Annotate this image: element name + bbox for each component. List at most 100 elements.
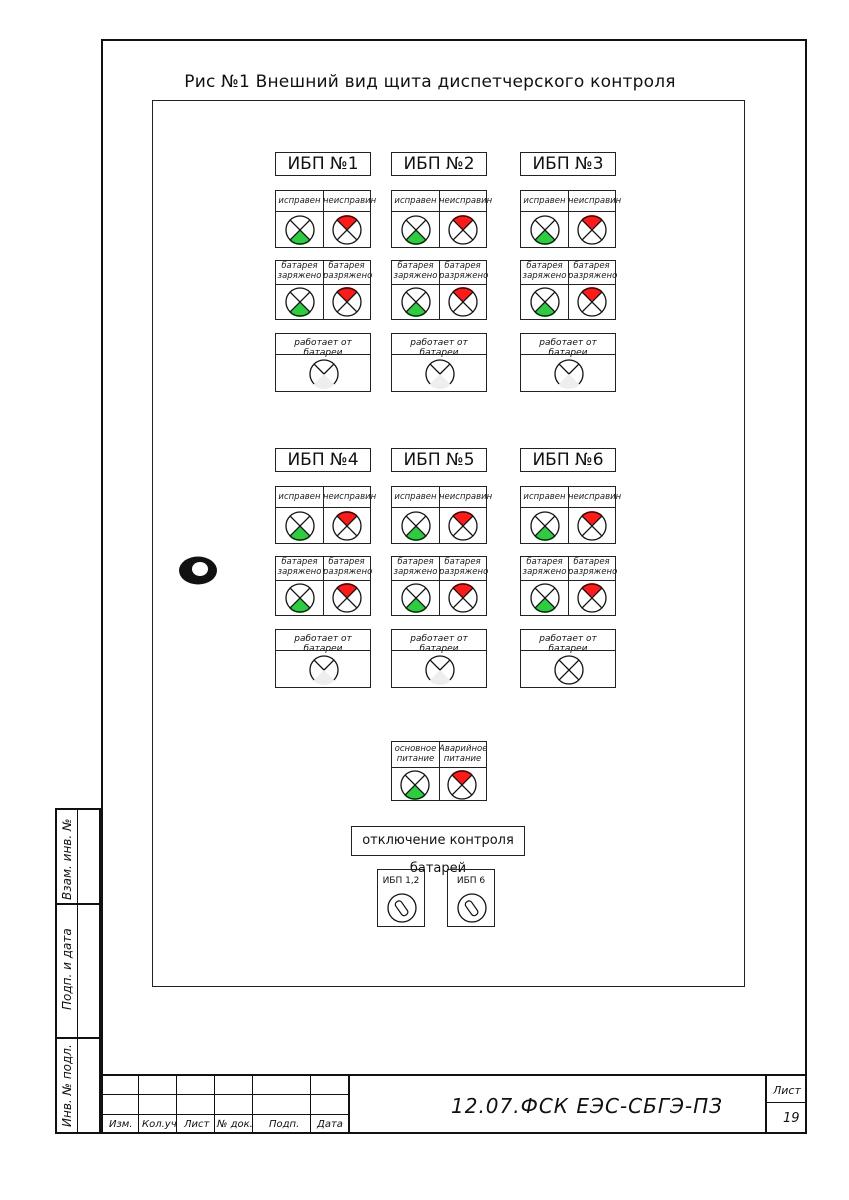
- on-battery-label: работает от батареи: [539, 338, 597, 358]
- header-quantity: Кол.уч: [142, 1119, 177, 1130]
- charged-lamp-icon: [401, 287, 431, 317]
- fault-label: неисправин: [439, 196, 493, 206]
- ok-cell: исправен: [521, 487, 569, 543]
- disable-battery-control-label: отключение контроля батарей: [351, 826, 525, 876]
- rotary-switch-icon[interactable]: [455, 892, 489, 924]
- discharged-cell: батарея разряжено: [323, 557, 373, 615]
- fault-lamp-icon: [332, 215, 362, 245]
- discharged-label: батарея разряжено: [568, 557, 618, 577]
- ok-label: исправен: [394, 492, 437, 502]
- on-battery-label: работает от батареи: [410, 338, 468, 358]
- ok-cell: исправен: [392, 487, 440, 543]
- ok-cell: исправен: [276, 487, 324, 543]
- ups-3-on-battery-box: работает от батареи: [520, 333, 616, 392]
- door-lock-icon: [179, 556, 217, 585]
- ok-label: исправен: [394, 196, 437, 206]
- discharged-label: батарея разряжено: [323, 557, 373, 577]
- figure-caption: Рис №1 Внешний вид щита диспетчерского к…: [184, 72, 676, 92]
- fault-label: неисправин: [323, 492, 377, 502]
- switch-ups-1-2[interactable]: ИБП 1,2: [377, 869, 425, 927]
- main-power-cell: основное питание: [392, 742, 440, 800]
- fault-cell: неисправин: [568, 191, 622, 247]
- charged-label: батарея заряжено: [277, 557, 322, 577]
- charged-lamp-icon: [285, 583, 315, 613]
- discharged-cell: батарея разряжено: [568, 261, 617, 319]
- on-battery-lamp-icon: [309, 655, 339, 685]
- charged-label: батарея заряжено: [277, 261, 322, 281]
- ups-6-title: ИБП №6: [520, 448, 616, 472]
- ok-cell: исправен: [521, 191, 569, 247]
- charged-cell: батарея заряжено: [276, 557, 324, 615]
- emergency-power-cell: Аварийное питание: [439, 742, 488, 800]
- fault-cell: неисправин: [439, 191, 493, 247]
- fault-cell: неисправин: [323, 487, 377, 543]
- charged-label: батарея заряжено: [393, 557, 438, 577]
- discharged-lamp-icon: [332, 583, 362, 613]
- binding-inner-line: [77, 808, 101, 1134]
- fault-lamp-icon: [448, 511, 478, 541]
- ups-3-title: ИБП №3: [520, 152, 616, 176]
- control-panel-outline: [152, 100, 745, 987]
- ups-2-on-battery-box: работает от батареи: [391, 333, 487, 392]
- on-battery-lamp-icon: [554, 655, 584, 685]
- sheet-number: 19: [783, 1111, 800, 1126]
- discharged-lamp-icon: [577, 287, 607, 317]
- header-signature: Подп.: [269, 1119, 300, 1130]
- ok-lamp-icon: [530, 215, 560, 245]
- sheet-label: Лист: [773, 1084, 801, 1097]
- fault-lamp-icon: [577, 215, 607, 245]
- discharged-cell: батарея разряжено: [439, 261, 489, 319]
- ups-6-on-battery-box: работает от батареи: [520, 629, 616, 688]
- ok-lamp-icon: [285, 215, 315, 245]
- charged-cell: батарея заряжено: [521, 261, 569, 319]
- ok-label: исправен: [278, 492, 321, 502]
- fault-label: неисправин: [439, 492, 493, 502]
- fault-label: неисправин: [323, 196, 377, 206]
- discharged-lamp-icon: [448, 583, 478, 613]
- charged-lamp-icon: [401, 583, 431, 613]
- charged-cell: батарея заряжено: [392, 261, 440, 319]
- emergency-power-lamp-icon: [447, 770, 477, 800]
- charged-cell: батарея заряжено: [276, 261, 324, 319]
- fault-cell: неисправин: [439, 487, 493, 543]
- on-battery-label: работает от батареи: [539, 634, 597, 654]
- charged-lamp-icon: [530, 583, 560, 613]
- on-battery-lamp-icon: [554, 359, 584, 389]
- discharged-label: батарея разряжено: [323, 261, 373, 281]
- ok-cell: исправен: [276, 191, 324, 247]
- ups-4-on-battery-box: работает от батареи: [275, 629, 371, 688]
- ok-lamp-icon: [285, 511, 315, 541]
- ok-lamp-icon: [401, 215, 431, 245]
- fault-lamp-icon: [332, 511, 362, 541]
- emergency-power-label: Аварийное питание: [439, 744, 488, 764]
- charged-label: батарея заряжено: [522, 557, 567, 577]
- charged-lamp-icon: [530, 287, 560, 317]
- rotary-switch-icon[interactable]: [385, 892, 419, 924]
- fault-label: неисправин: [568, 196, 622, 206]
- on-battery-lamp-icon: [425, 655, 455, 685]
- discharged-label: батарея разряжено: [439, 557, 489, 577]
- ups-2-title: ИБП №2: [391, 152, 487, 176]
- switch-ups-6[interactable]: ИБП 6: [447, 869, 495, 927]
- fault-cell: неисправин: [568, 487, 621, 543]
- on-battery-label: работает от батареи: [294, 634, 352, 654]
- discharged-cell: батарея разряжено: [323, 261, 373, 319]
- ups-5-on-battery-box: работает от батареи: [391, 629, 487, 688]
- fault-lamp-icon: [577, 511, 607, 541]
- on-battery-lamp-icon: [425, 359, 455, 389]
- discharged-label: батарея разряжено: [439, 261, 489, 281]
- on-battery-lamp-icon: [309, 359, 339, 389]
- charged-lamp-icon: [285, 287, 315, 317]
- discharged-cell: батарея разряжено: [439, 557, 489, 615]
- binding-stamp-column: [55, 808, 101, 1134]
- discharged-cell: батарея разряжено: [568, 557, 618, 615]
- charged-cell: батарея заряжено: [392, 557, 440, 615]
